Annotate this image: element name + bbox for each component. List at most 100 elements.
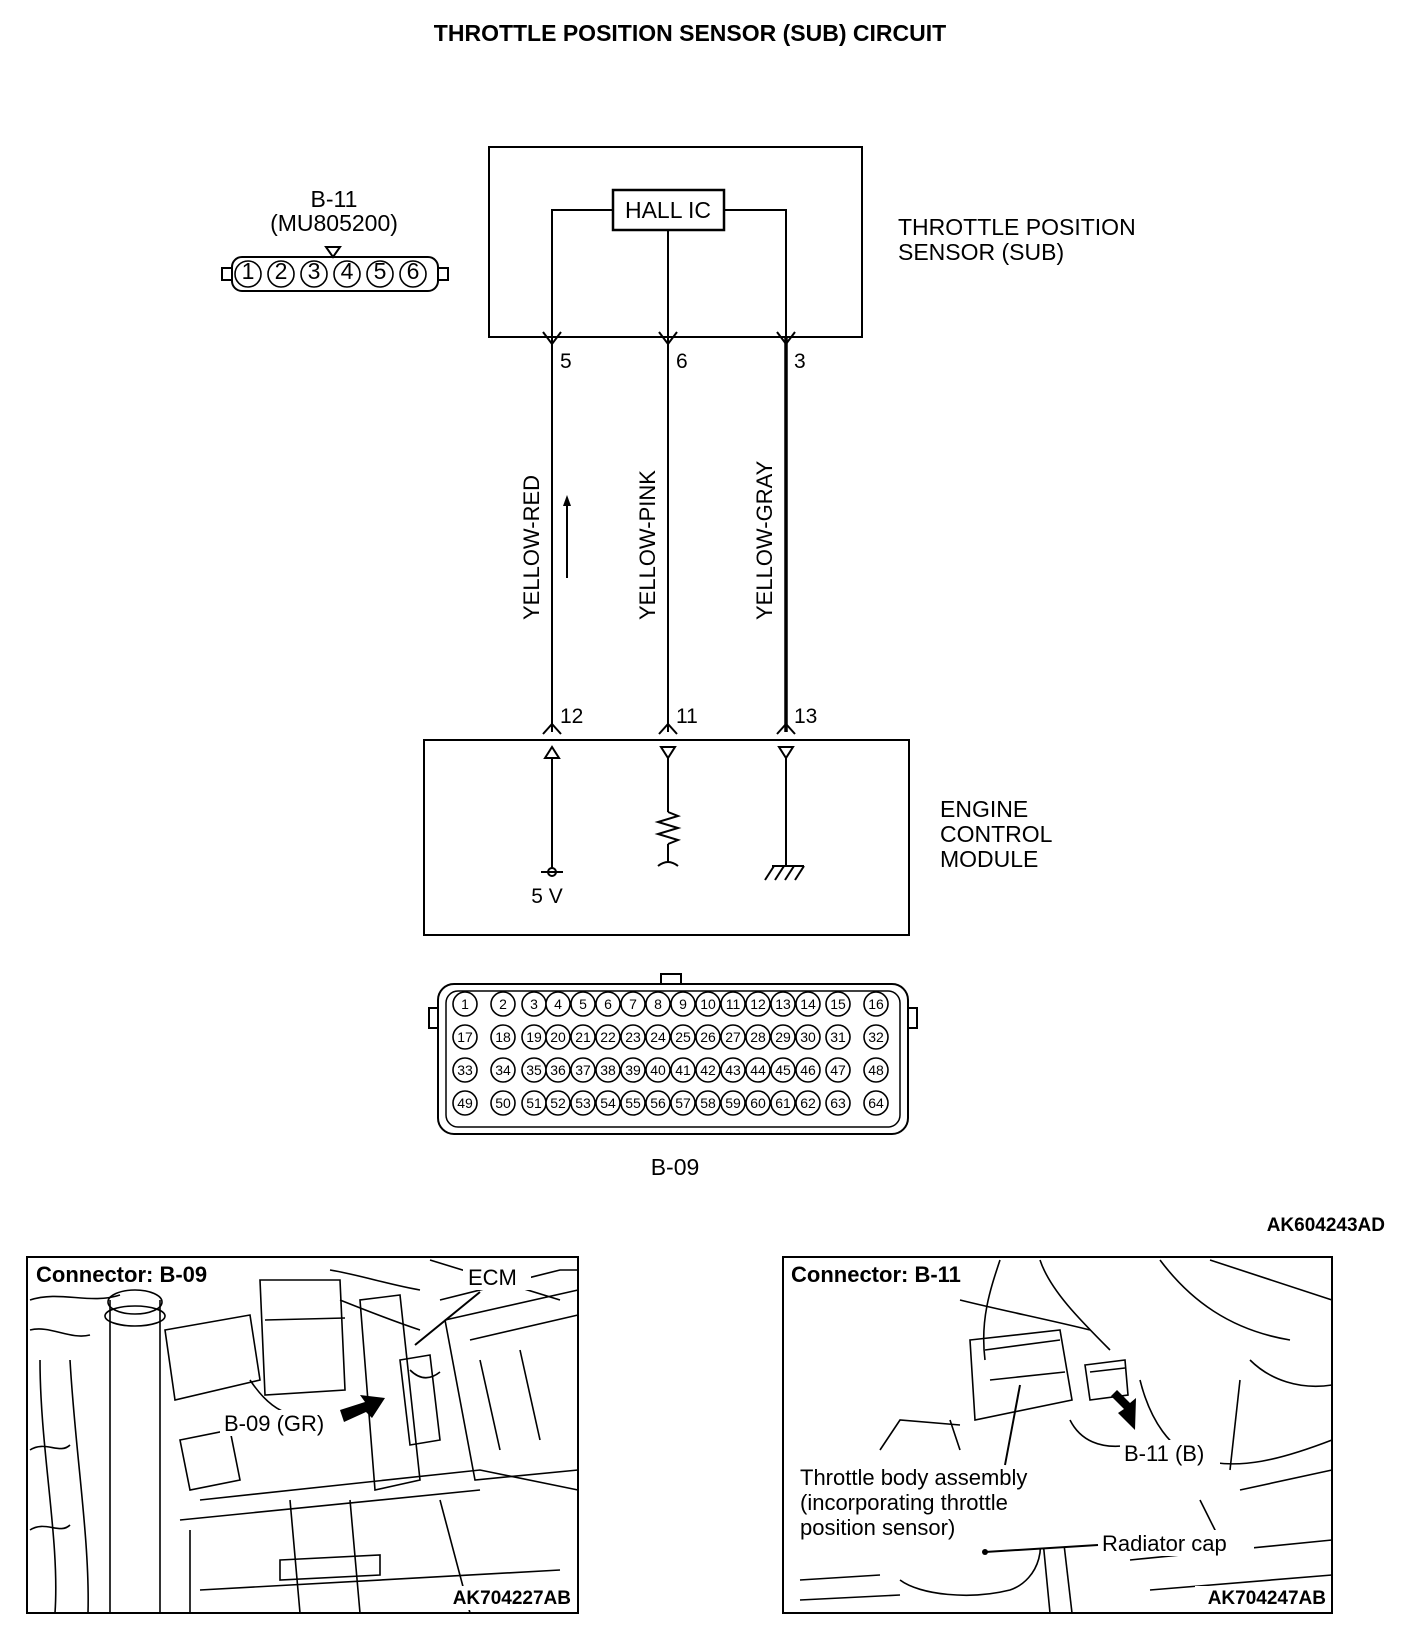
b09-pin-label: 53	[575, 1095, 591, 1111]
b09-pin: 29	[770, 1024, 796, 1050]
b09-pin: 13	[770, 991, 796, 1017]
b09-pin: 49	[452, 1090, 478, 1116]
b09-pin-label: 12	[750, 996, 766, 1012]
b09-pin: 39	[620, 1057, 646, 1083]
b09-pin: 47	[825, 1057, 851, 1083]
b09-pin-label: 16	[868, 996, 884, 1012]
b09-pin-label: 40	[650, 1062, 666, 1078]
b11-pin-label: 5	[374, 258, 387, 284]
connector-b09-name: B-09	[651, 1154, 700, 1180]
sensor-pin-2: 6	[676, 350, 688, 373]
b09-pin-label: 31	[830, 1029, 846, 1045]
b11-pin: 6	[399, 258, 427, 288]
b09-pin: 12	[745, 991, 771, 1017]
photo-b09-pointer-arrow	[340, 1395, 385, 1422]
b09-pin: 44	[745, 1057, 771, 1083]
b09-pin: 26	[695, 1024, 721, 1050]
b09-pin: 10	[695, 991, 721, 1017]
sensor-pin-1: 5	[560, 350, 572, 373]
b11-pin: 2	[267, 258, 295, 288]
diagram-title: THROTTLE POSITION SENSOR (SUB) CIRCUIT	[434, 20, 946, 46]
b09-pin-label: 63	[830, 1095, 846, 1111]
b09-pin: 27	[720, 1024, 746, 1050]
diagram-code: AK604243AD	[1267, 1215, 1385, 1236]
b09-pin: 32	[863, 1024, 889, 1050]
ecm-pin-3: 13	[794, 705, 817, 728]
ecm-name-line1: ENGINE	[940, 796, 1028, 822]
b09-pin-label: 59	[725, 1095, 741, 1111]
b11-pin-label: 2	[275, 258, 288, 284]
b09-pin: 45	[770, 1057, 796, 1083]
b09-pin: 21	[570, 1024, 596, 1050]
b09-pin-label: 10	[700, 996, 716, 1012]
b09-pin-label: 57	[675, 1095, 691, 1111]
b09-pin: 7	[620, 991, 646, 1017]
b09-pin-label: 48	[868, 1062, 884, 1078]
b11-pin: 1	[234, 258, 262, 288]
b09-pin: 16	[863, 991, 889, 1017]
b09-pin-label: 1	[461, 996, 469, 1012]
sensor-box: HALL IC THROTTLE POSITION SENSOR (SUB)	[488, 146, 1136, 338]
b09-pin: 60	[745, 1090, 771, 1116]
b09-pin: 3	[521, 991, 547, 1017]
photo-b09-heading: Connector: B-09	[36, 1262, 207, 1287]
ecm-pin-1: 12	[560, 705, 583, 728]
b09-pin: 35	[521, 1057, 547, 1083]
b09-pin-label: 14	[800, 996, 816, 1012]
b09-pin: 46	[795, 1057, 821, 1083]
wire-color-1: YELLOW-RED	[519, 475, 544, 620]
b09-pin: 4	[545, 991, 571, 1017]
b09-pin: 36	[545, 1057, 571, 1083]
b09-pin-label: 60	[750, 1095, 766, 1111]
b11-pin-label: 4	[341, 258, 354, 284]
b09-pin-label: 49	[457, 1095, 473, 1111]
b09-pin-label: 52	[550, 1095, 566, 1111]
b09-pin: 28	[745, 1024, 771, 1050]
b09-pin-label: 46	[800, 1062, 816, 1078]
b09-pin-label: 42	[700, 1062, 716, 1078]
b09-pin: 23	[620, 1024, 646, 1050]
b09-pin-label: 35	[526, 1062, 542, 1078]
b09-pin-label: 23	[625, 1029, 641, 1045]
b09-pin-label: 24	[650, 1029, 666, 1045]
b09-pin: 48	[863, 1057, 889, 1083]
b09-pin: 38	[595, 1057, 621, 1083]
b09-pin-label: 36	[550, 1062, 566, 1078]
b09-pin: 9	[670, 991, 696, 1017]
photo-b11-callout-line3: position sensor)	[800, 1515, 955, 1540]
photo-panel-b09: Connector: B-09 ECM B-09 (GR) AK704227AB	[26, 1256, 579, 1614]
b09-pin: 50	[490, 1090, 516, 1116]
b09-pin-label: 33	[457, 1062, 473, 1078]
b09-pin-label: 28	[750, 1029, 766, 1045]
b09-pin-label: 41	[675, 1062, 691, 1078]
photo-b11-callout-line2: (incorporating throttle	[800, 1490, 1008, 1515]
b09-pin-label: 50	[495, 1095, 511, 1111]
b09-pin: 33	[452, 1057, 478, 1083]
b09-pin: 55	[620, 1090, 646, 1116]
b09-pin-label: 22	[600, 1029, 616, 1045]
photo-b11-connector-label: B-11 (B)	[1124, 1441, 1204, 1466]
wire-color-2: YELLOW-PINK	[635, 470, 660, 620]
wire-color-3: YELLOW-GRAY	[752, 460, 777, 620]
b09-pin: 52	[545, 1090, 571, 1116]
b09-pin-label: 37	[575, 1062, 591, 1078]
b09-pin: 1	[452, 991, 478, 1017]
b09-pin: 30	[795, 1024, 821, 1050]
b11-pin-label: 1	[242, 258, 255, 284]
photo-b11-radiator-label: Radiator cap	[1102, 1531, 1227, 1556]
b09-pin: 54	[595, 1090, 621, 1116]
sensor-name-line2: SENSOR (SUB)	[898, 239, 1064, 265]
b09-pin-label: 43	[725, 1062, 741, 1078]
b09-pin: 63	[825, 1090, 851, 1116]
b09-pin: 43	[720, 1057, 746, 1083]
b09-pin: 57	[670, 1090, 696, 1116]
b09-pin-label: 15	[830, 996, 846, 1012]
b09-pin: 17	[452, 1024, 478, 1050]
b09-pin-label: 45	[775, 1062, 791, 1078]
b09-pin: 59	[720, 1090, 746, 1116]
b09-pin: 18	[490, 1024, 516, 1050]
